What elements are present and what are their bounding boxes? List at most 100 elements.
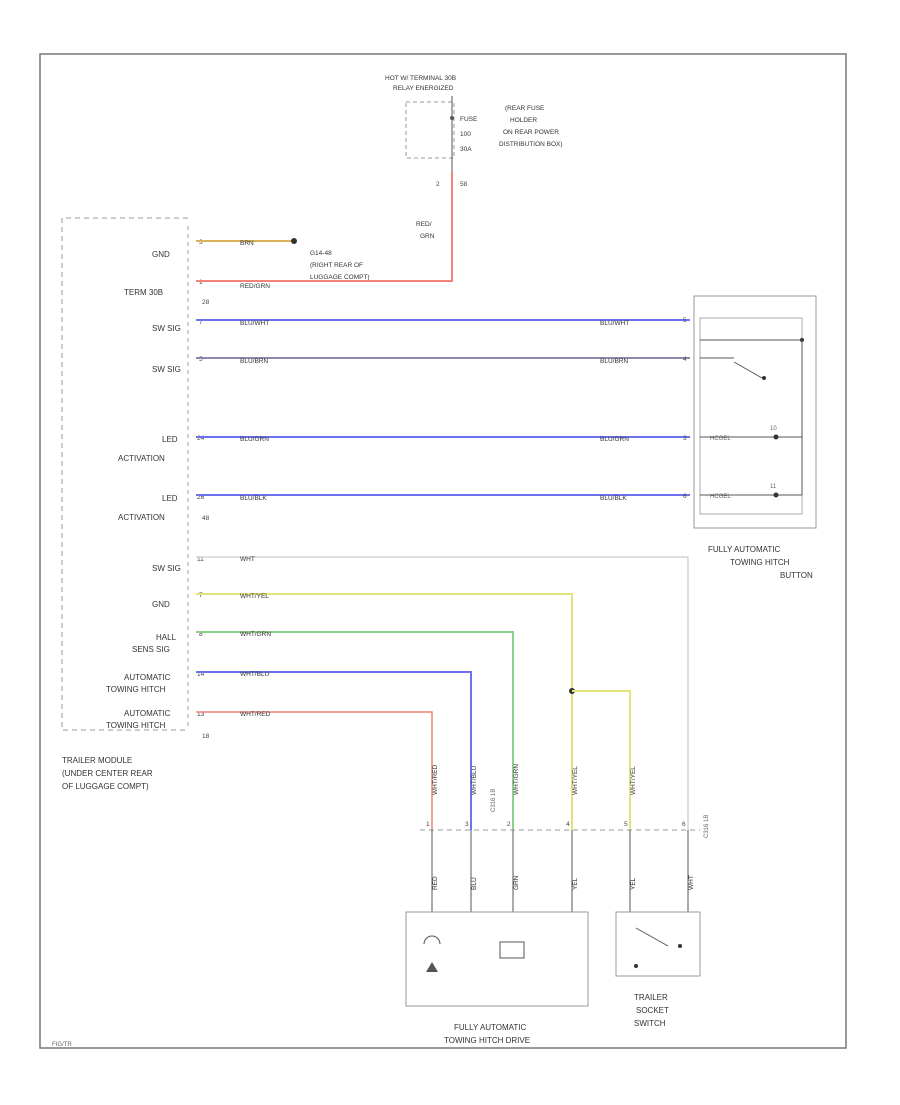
hitch13-wire-label: WHT/RED bbox=[240, 711, 271, 718]
power-wire-color-1: RED/ bbox=[416, 221, 432, 228]
led2-label-right: BLU/BLK bbox=[600, 495, 627, 502]
hitch-button-box bbox=[693, 295, 817, 529]
term-hitch-14: AUTOMATIC bbox=[124, 673, 171, 682]
fuse-label-2: 100 bbox=[460, 131, 471, 138]
led-dot-1 bbox=[773, 434, 779, 440]
connector-code-1: C316 1B bbox=[491, 789, 497, 812]
term-sw-sig-3: SW SIG bbox=[152, 564, 181, 573]
ground-wire-label: BRN bbox=[240, 240, 254, 247]
led-label-1: HCGEL bbox=[710, 436, 731, 442]
hitch14-wire-label: WHT/BLU bbox=[240, 671, 270, 678]
vert-label-5: WHT/YEL bbox=[630, 766, 637, 795]
fuse-holder-line-2: HOLDER bbox=[510, 117, 537, 124]
term-sw-sig-2: SW SIG bbox=[152, 365, 181, 374]
strip-pin-3: 2 bbox=[507, 821, 511, 828]
term-hall-b: SENS SIG bbox=[132, 645, 170, 654]
socket-switch-name-2: SOCKET bbox=[636, 1006, 669, 1015]
strip-pin-5: 5 bbox=[624, 821, 628, 828]
sw2-label-right: BLU/BRN bbox=[600, 358, 628, 365]
socket-switch-name-3: SWITCH bbox=[634, 1019, 666, 1028]
button-pin-4: 4 bbox=[683, 356, 687, 363]
relay-label: RELAY ENERGIZED bbox=[393, 85, 454, 92]
connector-code-2: C316 1B bbox=[704, 815, 710, 838]
pin-7b: 7 bbox=[199, 592, 203, 599]
wire-gnd bbox=[196, 593, 573, 830]
pin-5: 5 bbox=[199, 356, 203, 363]
bottom-label-6: WHT bbox=[688, 875, 695, 890]
strip-pin-4: 4 bbox=[566, 821, 570, 828]
term-30b: TERM 30B bbox=[124, 288, 163, 297]
pin-24: 24 bbox=[197, 435, 205, 442]
pin-8: 8 bbox=[199, 631, 203, 638]
sw-sig-wire-label: WHT bbox=[240, 556, 255, 563]
ground-label-2: (RIGHT REAR OF bbox=[310, 262, 363, 269]
button-name-3: BUTTON bbox=[780, 571, 813, 580]
term-led-2-b: ACTIVATION bbox=[118, 513, 165, 522]
relay-coil bbox=[499, 941, 525, 959]
term-gnd-2: GND bbox=[152, 600, 170, 609]
fuse-dot bbox=[450, 116, 454, 120]
term-led-1-b: ACTIVATION bbox=[118, 454, 165, 463]
ground-label-3: LUGGAGE COMPT) bbox=[310, 274, 370, 281]
led1-label-left: BLU/GRN bbox=[240, 436, 269, 443]
module-name-2: (UNDER CENTER REAR bbox=[62, 769, 153, 778]
pin-11: 11 bbox=[197, 556, 204, 563]
wire-term30b bbox=[196, 172, 453, 282]
term-hitch-13: AUTOMATIC bbox=[124, 709, 171, 718]
term-hall: HALL bbox=[156, 633, 177, 642]
pin-3: 3 bbox=[199, 239, 203, 246]
hitch-drive-name-1: FULLY AUTOMATIC bbox=[454, 1023, 527, 1032]
fuse-label-1: FUSE bbox=[460, 116, 478, 123]
socket-switch-name-1: TRAILER bbox=[634, 993, 668, 1002]
bottom-label-1: RED bbox=[432, 876, 439, 890]
connector-18: 18 bbox=[202, 733, 210, 740]
socket-switch-dot-2 bbox=[634, 964, 638, 968]
led-dot-2 bbox=[773, 492, 779, 498]
fuse-holder-line-3: ON REAR POWER bbox=[503, 129, 559, 136]
strip-pin-2: 3 bbox=[465, 821, 469, 828]
button-pin-3: 3 bbox=[683, 435, 687, 442]
vert-label-3: WHT/GRN bbox=[513, 764, 520, 795]
term-hitch-14-b: TOWING HITCH bbox=[106, 685, 166, 694]
trailer-module-outline bbox=[61, 217, 188, 731]
socket-switch-box bbox=[615, 911, 701, 977]
module-name-3: OF LUGGAGE COMPT) bbox=[62, 782, 149, 791]
strip-pin-1: 1 bbox=[426, 821, 430, 828]
fuse-label-3: 30A bbox=[460, 146, 472, 153]
diagram-frame bbox=[39, 53, 847, 1049]
sw1-label-right: BLU/WHT bbox=[600, 320, 629, 327]
term-hitch-13-b: TOWING HITCH bbox=[106, 721, 166, 730]
strip-pin-6: 6 bbox=[682, 821, 686, 828]
socket-switch-contact bbox=[635, 927, 669, 947]
wire-hitch13 bbox=[196, 711, 433, 830]
connector-28: 28 bbox=[202, 299, 210, 306]
power-wire-color-2: GRN bbox=[420, 233, 435, 240]
vert-label-1: WHT/RED bbox=[432, 764, 439, 795]
term-sw-sig-1: SW SIG bbox=[152, 324, 181, 333]
hall-wire-label: WHT/GRN bbox=[240, 631, 271, 638]
sw2-label-left: BLU/BRN bbox=[240, 358, 268, 365]
bottom-label-2: BLU bbox=[471, 877, 478, 890]
fuse-holder-line-1: (REAR FUSE bbox=[505, 105, 545, 112]
term30b-wire-label: RED/GRN bbox=[240, 283, 270, 290]
pin-14: 14 bbox=[197, 671, 205, 678]
switch-contact bbox=[733, 361, 763, 379]
led-num-1: 10 bbox=[770, 426, 777, 432]
button-pin-5: 5 bbox=[683, 317, 687, 324]
pin-13: 13 bbox=[197, 711, 205, 718]
button-name-2: TOWING HITCH bbox=[730, 558, 790, 567]
led-label-2: HCGEL bbox=[710, 494, 731, 500]
hitch-drive-box bbox=[405, 911, 589, 1007]
led1-label-right: BLU/GRN bbox=[600, 436, 629, 443]
fuse-holder-line-4: DISTRIBUTION BOX) bbox=[499, 141, 563, 148]
pin-26: 26 bbox=[197, 494, 205, 501]
gnd-wire-label: WHT/YEL bbox=[240, 593, 269, 600]
power-pin-b: 58 bbox=[460, 181, 468, 188]
led-num-2: 11 bbox=[770, 484, 777, 490]
socket-switch-dot bbox=[678, 944, 682, 948]
hitch-button-inner bbox=[699, 317, 803, 515]
connector-48: 48 bbox=[202, 515, 210, 522]
bottom-label-3: GRN bbox=[513, 875, 520, 890]
hitch-drive-name-2: TOWING HITCH DRIVE bbox=[444, 1036, 530, 1045]
